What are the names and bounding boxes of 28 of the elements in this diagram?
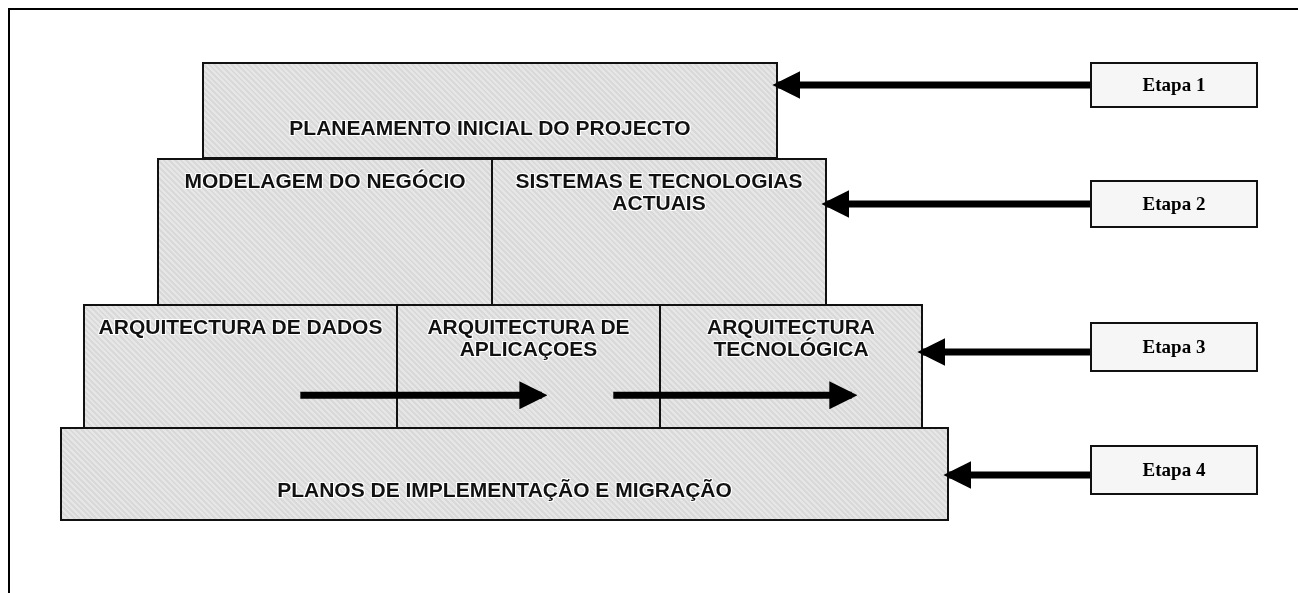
stage-box	[1090, 445, 1258, 495]
stage-label: Etapa 1	[1142, 74, 1206, 96]
stage-box	[1090, 62, 1258, 108]
layer-box	[659, 304, 923, 429]
arrow	[917, 338, 1090, 366]
layer-label: PLANOS DE IMPLEMENTAÇÃO E MIGRAÇÃO	[277, 478, 732, 501]
arrow	[613, 381, 858, 410]
arrow	[821, 190, 1090, 218]
stage-box	[1090, 322, 1258, 372]
layer-label: MODELAGEM DO NEGÓCIO	[184, 170, 466, 193]
layer-label: SISTEMAS E TECNOLOGIAS ACTUAIS	[514, 170, 804, 215]
layer-label: ARQUITECTURA DE APLICAÇOES	[426, 316, 631, 361]
layer-box	[157, 158, 493, 306]
layer-label: PLANEAMENTO INICIAL DO PROJECTO	[289, 116, 691, 139]
layer-box	[60, 427, 949, 521]
stage-label: Etapa 2	[1142, 193, 1206, 215]
layer-label: ARQUITECTURA DE DADOS	[98, 316, 383, 339]
arrow	[300, 381, 548, 410]
arrow	[772, 71, 1090, 99]
stage-label: Etapa 3	[1142, 336, 1206, 358]
stage-box	[1090, 180, 1258, 228]
layer-box	[202, 62, 778, 159]
arrow	[943, 461, 1090, 489]
stage-label: Etapa 4	[1142, 459, 1206, 481]
layer-label: ARQUITECTURA TECNOLÓGICA	[706, 316, 876, 361]
layer-box	[491, 158, 827, 306]
layer-box	[396, 304, 661, 429]
layer-box	[83, 304, 398, 429]
